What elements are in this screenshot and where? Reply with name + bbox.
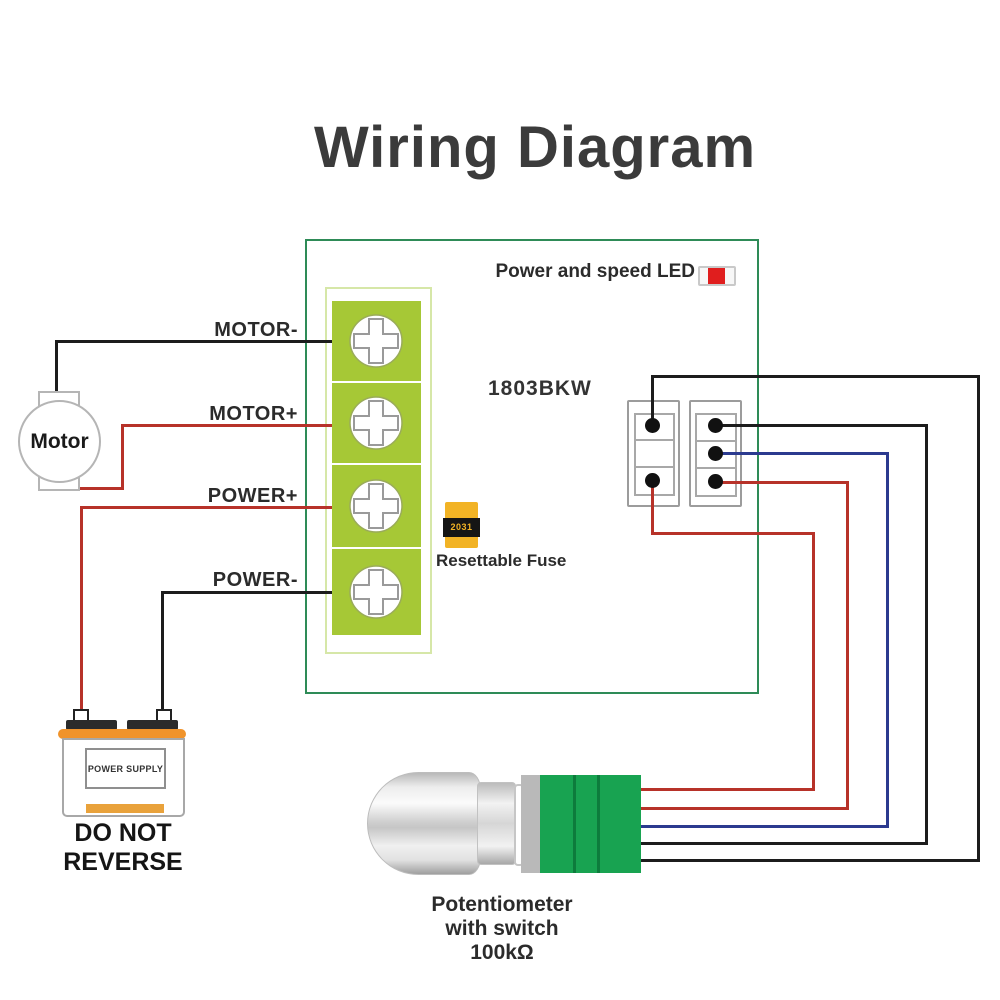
switch-wire-black xyxy=(977,375,980,862)
connector-divider xyxy=(635,439,673,441)
power-supply-label-box: POWER SUPPLY xyxy=(85,748,166,789)
battery-cap xyxy=(66,720,117,730)
motor-label: Motor xyxy=(30,429,89,453)
power-minus-wire xyxy=(161,591,332,594)
pot-wire-red xyxy=(640,807,849,810)
pot-wire-black xyxy=(714,424,928,427)
potentiometer-name: Potentiometer xyxy=(431,893,573,916)
potentiometer-value: 100kΩ xyxy=(470,941,534,964)
potentiometer-knob-icon xyxy=(367,772,481,875)
power-minus-wire xyxy=(161,591,164,713)
screw-terminal-icon xyxy=(349,565,403,619)
pot-wire-black xyxy=(640,842,928,845)
fuse-marking: 2031 xyxy=(443,518,480,537)
terminal-label-power-plus: POWER+ xyxy=(207,485,298,507)
motor-icon: Motor xyxy=(18,400,101,483)
terminal-label-motor-plus: MOTOR+ xyxy=(209,403,298,425)
connector-divider xyxy=(696,440,735,442)
pin-dot xyxy=(645,418,660,433)
connector-divider xyxy=(635,466,673,468)
potentiometer-body-seam xyxy=(573,775,576,873)
pot-wire-red xyxy=(846,481,849,810)
led-red-chip xyxy=(708,268,725,284)
switch-wire-red xyxy=(651,532,815,535)
switch-wire-black xyxy=(651,376,654,427)
motor-plus-wire xyxy=(121,424,332,427)
pin-dot xyxy=(645,473,660,488)
potentiometer-shaft xyxy=(477,782,516,865)
potentiometer-bracket xyxy=(521,775,542,873)
led-label: Power and speed LED xyxy=(495,261,695,282)
do-not-reverse-warning: DO NOT REVERSE xyxy=(63,819,183,876)
battery-orange-strip xyxy=(86,804,164,813)
motor-minus-wire xyxy=(55,340,332,343)
led-indicator-icon xyxy=(698,266,736,286)
power-plus-wire xyxy=(80,506,332,509)
battery-top-bar xyxy=(58,729,186,739)
motor-minus-wire xyxy=(55,341,58,393)
motor-plus-wire xyxy=(55,487,124,490)
switch-wire-black xyxy=(651,375,980,378)
switch-wire-red xyxy=(812,532,815,791)
pin-dot xyxy=(708,418,723,433)
screw-terminal-icon xyxy=(349,314,403,368)
power-supply-label: POWER SUPPLY xyxy=(87,763,164,774)
potentiometer-body xyxy=(540,775,641,873)
switch-wire-red xyxy=(651,481,654,535)
switch-wire-red xyxy=(640,788,815,791)
pot-wire-red xyxy=(714,481,849,484)
pin-dot xyxy=(708,474,723,489)
pin-dot xyxy=(708,446,723,461)
screw-terminal-icon xyxy=(349,479,403,533)
motor-plus-wire xyxy=(121,424,124,490)
fuse-label: Resettable Fuse xyxy=(436,551,567,570)
board-model: 1803BKW xyxy=(488,377,592,400)
terminal-label-power-minus: POWER- xyxy=(212,569,298,591)
pot-wire-black xyxy=(925,424,928,845)
screw-terminal-icon xyxy=(349,396,403,450)
battery-cap xyxy=(127,720,178,730)
terminal-label-motor-minus: MOTOR- xyxy=(214,319,298,341)
potentiometer-body-seam xyxy=(597,775,600,873)
pot-wire-blue xyxy=(640,825,889,828)
pot-wire-blue xyxy=(886,452,889,828)
pot-wire-blue xyxy=(714,452,889,455)
connector-divider xyxy=(696,467,735,469)
page-title: Wiring Diagram xyxy=(313,115,757,180)
power-plus-wire xyxy=(80,506,83,713)
potentiometer-subtitle: with switch xyxy=(445,917,559,940)
switch-wire-black xyxy=(640,859,980,862)
